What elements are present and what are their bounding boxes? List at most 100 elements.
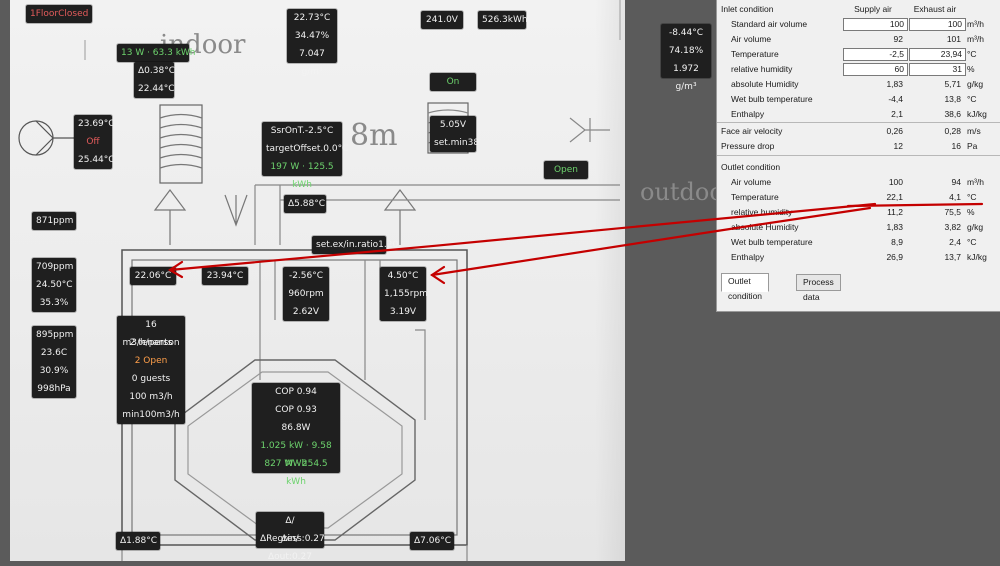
extract-temp: 23.94°C <box>202 267 248 285</box>
inlet-supply-value: 92 <box>893 34 903 44</box>
open-badge[interactable]: Open <box>544 161 588 179</box>
on-badge[interactable]: On <box>430 73 476 91</box>
fan-right-rpm: 1,155rpm <box>384 289 428 299</box>
delta-regress: Δ/ΔRegress:0.27 <box>260 516 325 544</box>
fan-power: 86.8W <box>281 423 311 433</box>
indoor-humidity: 34.47% <box>294 31 330 41</box>
inlet-unit: % <box>967 64 975 74</box>
room1-co2: 709ppm <box>36 262 74 272</box>
calculation-panel: Inlet condition Supply air Exhaust air S… <box>716 0 1000 312</box>
open-count[interactable]: 2 Open <box>134 356 168 366</box>
inlet-exhaust-value[interactable]: 100 <box>909 18 966 31</box>
pressure-drop-exhaust: 16 <box>951 141 961 151</box>
outlet-supply-value: 26,9 <box>886 252 903 262</box>
heater-stack: Δ0.38°C 22.44°C <box>134 62 175 98</box>
outlet-exhaust-value: 3,82 <box>944 222 961 232</box>
inlet-exhaust-value: 13,8 <box>944 94 961 104</box>
fan-setting-stack: 5.05V set.min38 <box>430 116 480 152</box>
energy-value: 526.3kWh <box>478 11 528 29</box>
co2-ppm-1: 871ppm <box>32 212 76 230</box>
room1-humidity: 35.3% <box>39 298 69 308</box>
target-offset[interactable]: targetOffset.0.0°C <box>266 144 349 154</box>
inlet-label: absolute Humidity <box>731 79 799 89</box>
inlet-exhaust-value[interactable]: 31 <box>909 63 966 76</box>
inlet-exhaust-value: 101 <box>946 34 961 44</box>
saved-power: 827 W · 254.5 kWh <box>264 459 328 487</box>
inlet-exhaust-value: 5,71 <box>944 79 961 89</box>
pressure-drop-label: Pressure drop <box>721 141 775 151</box>
panel-divider <box>717 122 1000 123</box>
outlet-unit: % <box>967 207 975 217</box>
inlet-unit: m³/h <box>967 19 984 29</box>
ssr-on-threshold[interactable]: SsrOnT.-2.5°C <box>270 126 334 136</box>
heater-delta: Δ0.38°C <box>138 66 175 76</box>
set-ratio[interactable]: set.ex/in.ratio1.20 <box>312 236 398 254</box>
cop-1: COP 0.94 <box>275 387 317 397</box>
pump-state[interactable]: Off <box>86 137 100 147</box>
pressure-drop-row: Pressure drop 12 16 Pa <box>721 139 999 154</box>
indoor-temp: 22.73°C <box>293 13 331 23</box>
airflow-min[interactable]: min100m3/h <box>122 410 180 420</box>
inlet-supply-value[interactable]: -2,5 <box>843 48 908 61</box>
inlet-title: Inlet condition <box>721 4 774 14</box>
outlet-exhaust-value: 94 <box>951 177 961 187</box>
fan-left-voltage: 2.62V <box>292 307 320 317</box>
face-velocity-exhaust: 0,28 <box>944 126 961 136</box>
inlet-unit: °C <box>967 94 977 104</box>
tab-outlet-condition[interactable]: Outlet condition <box>721 273 770 301</box>
outlet-supply-value: 1,83 <box>886 222 903 232</box>
outlet-supply-value: 100 <box>888 177 903 187</box>
outlet-title: Outlet condition <box>721 162 781 172</box>
inlet-supply-value: 2,1 <box>891 109 903 119</box>
room1-stack: 709ppm 24.50°C 35.3% <box>32 258 76 312</box>
inlet-label: Air volume <box>731 34 772 44</box>
room2-temp: 23.6C <box>40 348 68 358</box>
exhaust-col-header: Exhaust air <box>913 4 957 14</box>
airflow-total: 100 m3/h <box>129 392 173 402</box>
guests-count[interactable]: 0 guests <box>131 374 171 384</box>
outdoor-climate-stack: -8.44°C 74.18% 1.972 g/m³ <box>661 24 711 92</box>
floor-closed-badge[interactable]: 1FloorClosed <box>26 5 93 23</box>
supply-col-header: Supply air <box>854 4 892 14</box>
airflow-per-person[interactable]: 16 m3/h/person <box>122 320 180 348</box>
room1-temp: 24.50°C <box>36 280 73 290</box>
fan-set-min[interactable]: set.min38 <box>434 138 480 148</box>
delta-ratio: Δin/Δout:0.27 <box>268 534 312 562</box>
outlet-exhaust-value: 13,7 <box>944 252 961 262</box>
voltage-value: 241.0V <box>421 11 463 29</box>
outdoor-in-temp: 4.50°C <box>387 271 419 281</box>
supply-in-temp: 22.06°C <box>130 267 176 285</box>
outlet-unit: °C <box>967 237 977 247</box>
outlet-label: Temperature <box>731 192 779 202</box>
outlet-label: Enthalpy <box>731 252 765 262</box>
bottom-left-delta: Δ1.88°C <box>116 532 160 550</box>
indoor-abs-humidity: 7.047 g/m³ <box>299 49 325 77</box>
face-velocity-supply: 0,26 <box>886 126 903 136</box>
occupancy-stack: 16 m3/h/person 2 tenants 2 Open 0 guests… <box>117 316 185 424</box>
inlet-exhaust-value: 38,6 <box>944 109 961 119</box>
outlet-supply-value: 22,1 <box>886 192 903 202</box>
delta-mid: Δ5.88°C <box>284 195 326 213</box>
inlet-supply-value: -4,4 <box>888 94 903 104</box>
outlet-unit: °C <box>967 192 977 202</box>
outdoor-humidity: 74.18% <box>668 46 704 56</box>
fan-right-stack: 4.50°C 1,155rpm 3.19V <box>380 267 428 321</box>
tab-process-data[interactable]: Process data <box>796 274 841 302</box>
face-velocity-unit: m/s <box>967 126 981 136</box>
inlet-supply-value[interactable]: 60 <box>843 63 908 76</box>
tenants-count[interactable]: 2 tenants <box>129 338 173 348</box>
inlet-unit: °C <box>967 49 977 59</box>
ssr-power: 197 W · 125.5 kWh <box>270 162 334 190</box>
outdoor-abs-humidity: 1.972 g/m³ <box>673 64 699 92</box>
pressure-drop-supply: 12 <box>893 141 903 151</box>
face-velocity-label: Face air velocity <box>721 126 783 136</box>
inlet-supply-value[interactable]: 100 <box>843 18 908 31</box>
inlet-exhaust-value[interactable]: 23,94 <box>909 48 966 61</box>
